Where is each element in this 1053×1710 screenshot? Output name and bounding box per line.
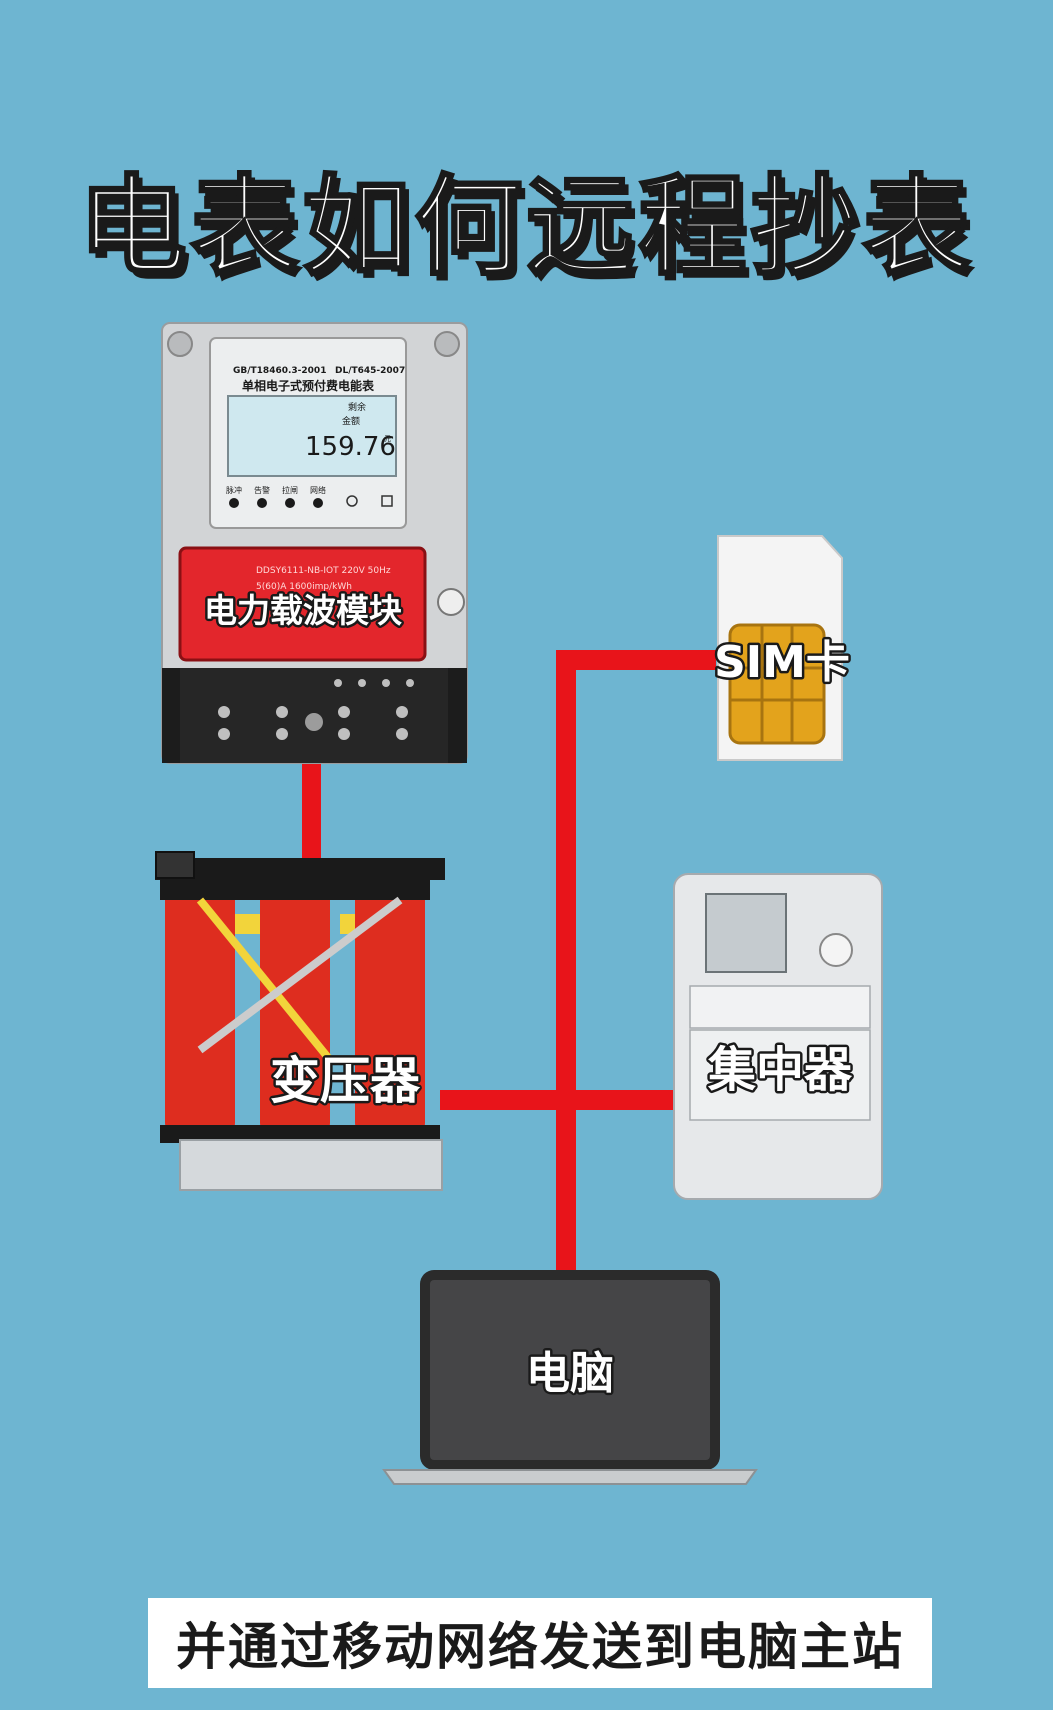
lcd-reading-unit: 元 (384, 435, 391, 443)
electric-meter: GB/T18460.3-2001 DL/T645-2007 单相电子式预付费电能… (161, 322, 468, 764)
indicator-led-icon (229, 498, 239, 508)
wire-to-sim (556, 650, 716, 670)
meter-side-button-icon (437, 588, 465, 616)
lcd-label-amount: 金额 (342, 415, 360, 427)
lcd-reading: 159.76 (305, 432, 396, 462)
indicator-label: 网络 (310, 485, 326, 495)
transformer-gauge-icon (155, 851, 195, 879)
module-label: 电力载波模块 (204, 591, 402, 630)
page-title: 电表如何远程抄表 (77, 164, 975, 292)
transformer-label: 变压器 (270, 1052, 421, 1110)
footer-caption: 并通过移动网络发送到电脑主站 (148, 1598, 932, 1688)
meter-lcd (227, 395, 397, 477)
indicator-led-icon (313, 498, 323, 508)
transformer: 变压器 (155, 851, 445, 1191)
computer-label: 电脑 (526, 1348, 614, 1399)
concentrator-label: 集中器 (707, 1042, 853, 1098)
terminal-screws (218, 679, 414, 740)
carrier-module (178, 546, 427, 662)
laptop-screen (430, 1280, 710, 1460)
indicator-led-icon (257, 498, 267, 508)
indicator-label: 拉闸 (282, 485, 298, 495)
meter-standard-left: GB/T18460.3-2001 (233, 366, 326, 376)
meter-button-icon (381, 495, 393, 507)
meter-button-icon (346, 495, 358, 507)
sim-card: SIM卡 (712, 535, 852, 761)
meter-name: 单相电子式预付费电能表 (242, 378, 375, 393)
lcd-label-remaining: 剩余 (348, 401, 366, 413)
concentrator: 集中器 (673, 873, 883, 1200)
indicator-led-icon (285, 498, 295, 508)
indicator-label: 脉冲 (226, 485, 242, 495)
module-spec-line: 5(60)A 1600imp/kWh (256, 582, 352, 592)
meter-screw-icon (434, 331, 460, 357)
sim-chip-icon (728, 623, 826, 745)
meter-screw-icon (167, 331, 193, 357)
sim-label: SIM卡 (714, 637, 850, 688)
module-model-line: DDSY6111-NB-IOT 220V 50Hz (256, 566, 391, 576)
indicator-label: 告警 (254, 485, 270, 495)
wire-transformer-concentrator (440, 1090, 680, 1110)
concentrator-keypad-icon (819, 933, 853, 967)
meter-standard-right: DL/T645-2007 (335, 366, 405, 376)
wire-trunk-vertical (556, 650, 576, 1275)
laptop-computer: 电脑 (382, 1270, 758, 1485)
concentrator-screen (705, 893, 787, 973)
